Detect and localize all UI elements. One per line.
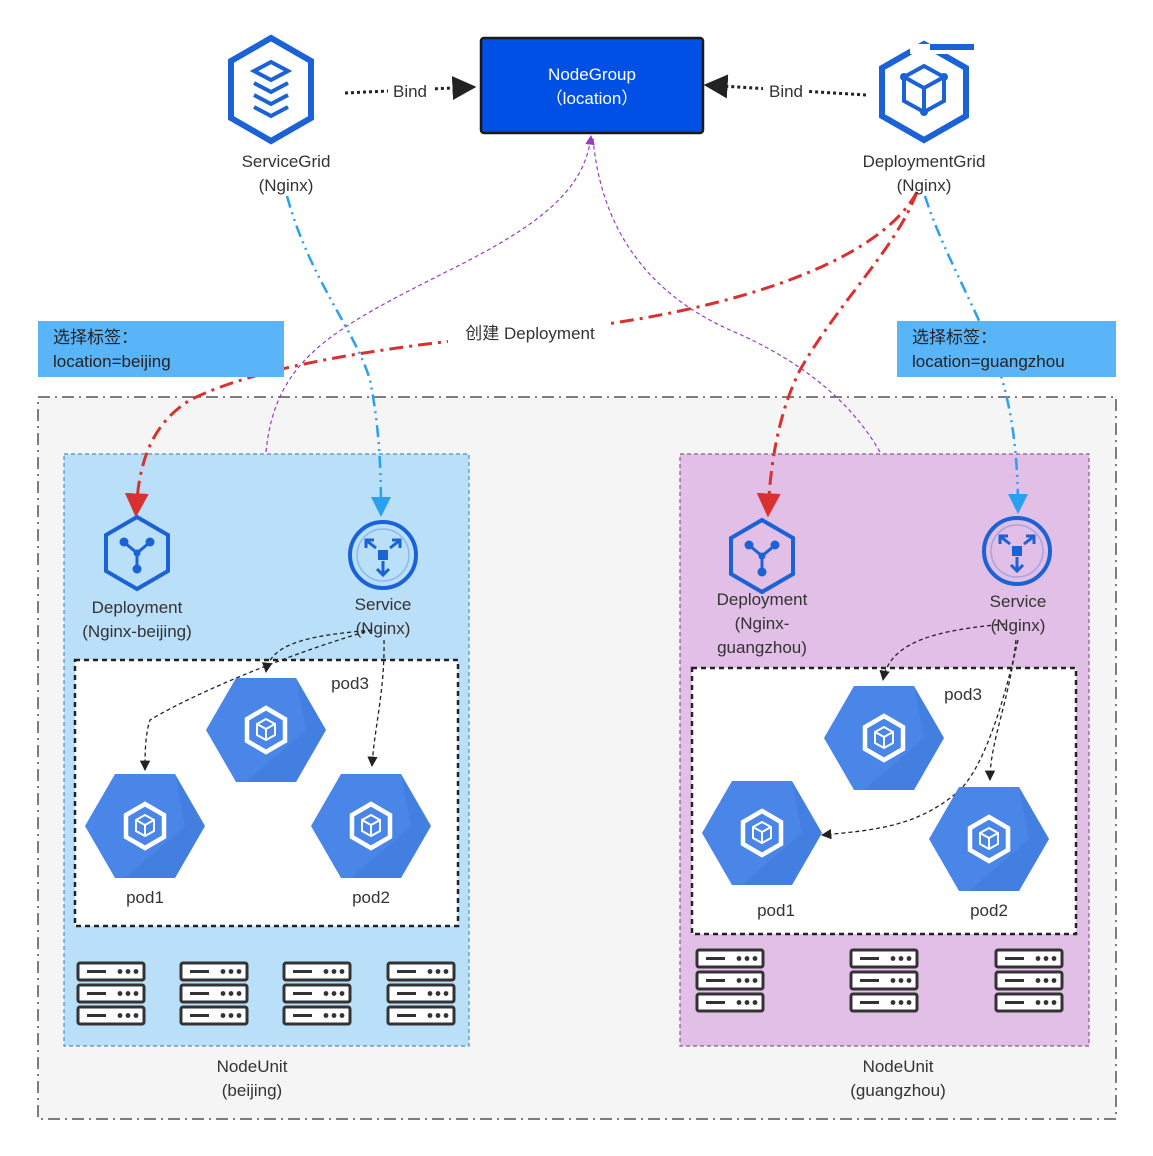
servers-guangzhou [695,948,1064,1013]
bind-label-left: Bind [393,82,427,101]
server-icon [695,948,765,1013]
service-grid[interactable]: ServiceGrid (Nginx) [228,34,331,195]
deployment-beijing-title: Deployment [92,598,183,617]
create-label-bg [448,321,610,345]
service-to-pod2-guangzhou [984,639,1017,782]
deployment-grid-subtitle: (Nginx) [897,176,952,195]
selector-value-guangzhou: location=guangzhou [912,352,1065,371]
deployment-grid[interactable]: DeploymentGrid (Nginx) [863,40,986,195]
deployment-guangzhou-title: Deployment [717,590,808,609]
bind-label-bg-right [763,80,809,102]
node-group-subtitle: （location） [546,89,639,108]
selector-title-beijing: 选择标签： [53,328,138,347]
node-unit-guangzhou-title: NodeUnit [863,1057,934,1076]
node-unit-beijing-title: NodeUnit [217,1057,288,1076]
service-grid-subtitle: (Nginx) [259,176,314,195]
deployment-guangzhou-subtitle-2: guangzhou) [717,638,807,657]
deployment-beijing-subtitle: (Nginx-beijing) [82,622,192,641]
selector-value-beijing: location=beijing [53,352,171,371]
selector-label-guangzhou: 选择标签： location=guangzhou [897,321,1116,377]
node-unit-beijing-subtitle: (beijing) [222,1081,282,1100]
service-guangzhou-title: Service [990,592,1047,611]
bind-link-beijing [265,135,595,453]
server-icon [994,948,1064,1013]
bind-label-right: Bind [769,82,803,101]
deployment-grid-title: DeploymentGrid [863,152,986,171]
node-unit-guangzhou-subtitle: (guangzhou) [850,1081,945,1100]
server-icon [76,961,146,1026]
pod1-beijing-label: pod1 [126,888,164,907]
node-group[interactable]: NodeGroup （location） [479,36,705,135]
service-grid-icon [228,34,314,145]
service-to-pod3-guangzhou [879,623,1006,682]
create-link-guangzhou [756,191,919,518]
bind-link-guangzhou [592,137,881,453]
server-icon [282,961,352,1026]
service-grid-title: ServiceGrid [242,152,331,171]
node-group-title: NodeGroup [548,65,636,84]
create-link-beijing [124,191,919,518]
pod3-beijing-label: pod3 [331,674,369,693]
bind-label-bg-left [388,80,432,102]
server-icon [179,961,249,1026]
deployment-guangzhou-subtitle: (Nginx- [735,614,790,633]
service-link-beijing [285,195,391,517]
service-guangzhou-subtitle: (Nginx) [991,616,1046,635]
deployment-grid-icon [879,40,974,144]
pod2-guangzhou-label: pod2 [970,901,1008,920]
pod3-guangzhou-label: pod3 [944,685,982,704]
create-deployment-label: 创建 Deployment [465,324,595,343]
selector-label-beijing: 选择标签： location=beijing [38,321,284,377]
server-icon [386,961,456,1026]
service-beijing-subtitle: (Nginx) [356,619,411,638]
pod1-guangzhou-label: pod1 [757,901,795,920]
service-to-pod3-beijing [262,629,373,674]
service-to-pod1-beijing [139,629,373,772]
pod2-beijing-label: pod2 [352,888,390,907]
selector-title-guangzhou: 选择标签： [912,328,997,347]
server-icon [849,948,919,1013]
service-beijing-title: Service [355,595,412,614]
service-to-pod2-beijing [367,639,385,768]
service-link-guangzhou [923,195,1028,514]
